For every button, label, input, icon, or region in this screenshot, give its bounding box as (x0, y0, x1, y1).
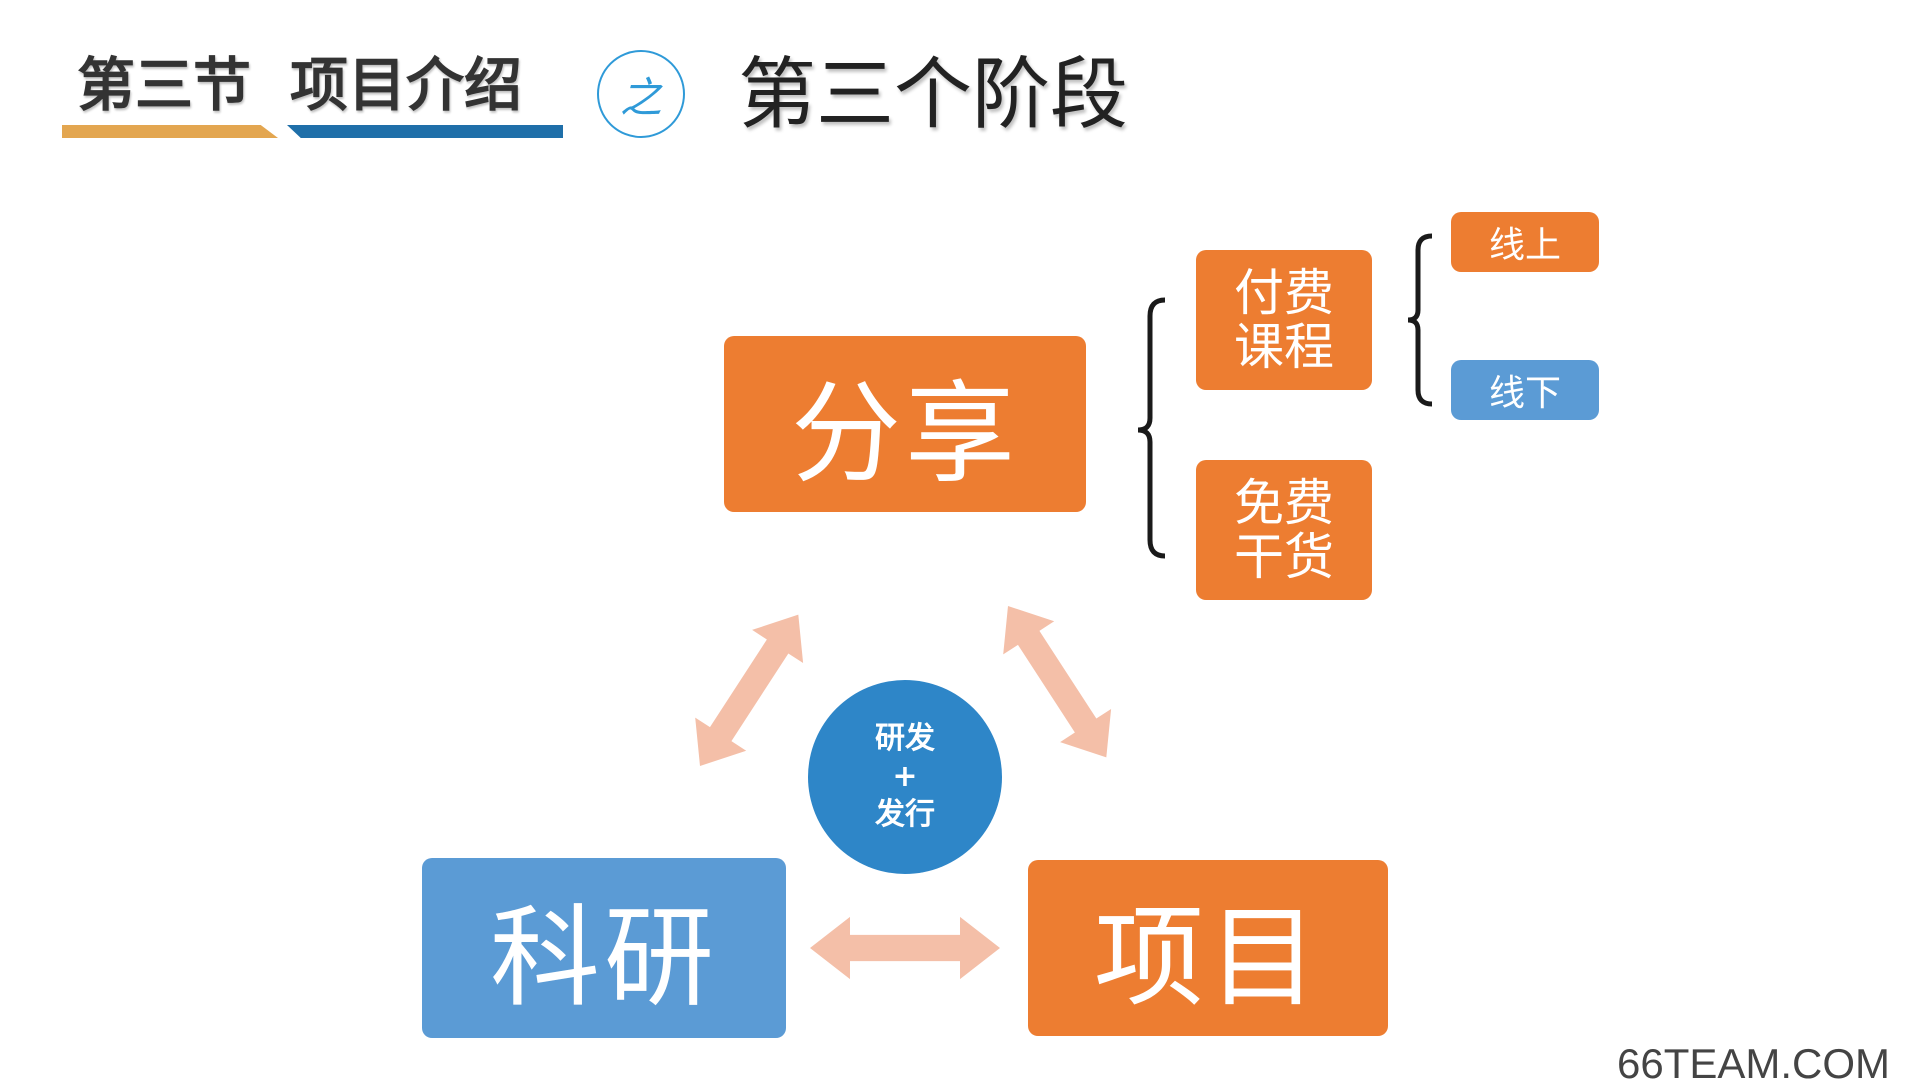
bracket-paid (1407, 233, 1433, 407)
free-content-box: 免费 干货 (1196, 460, 1372, 600)
share-box: 分享 (724, 336, 1086, 512)
bracket-share (1137, 297, 1166, 559)
project-box: 项目 (1028, 860, 1388, 1036)
paid-course-line2: 课程 (1234, 318, 1334, 376)
rd-publish-circle: 研发 + 发行 (808, 680, 1002, 874)
section-number: 第三节 (77, 51, 252, 119)
center-line3: 发行 (875, 797, 935, 832)
section-title: 项目介绍 (290, 51, 523, 119)
watermark: 66TEAM.COM (1617, 1040, 1891, 1087)
online-box: 线上 (1451, 212, 1599, 272)
arrow-research-share (674, 598, 824, 783)
arrow-share-project (982, 589, 1132, 774)
research-box: 科研 (422, 858, 786, 1038)
free-content-line2: 干货 (1234, 528, 1334, 586)
center-line2: + (892, 759, 918, 794)
free-content-line1: 免费 (1234, 474, 1334, 532)
center-line1: 研发 (875, 721, 935, 756)
arrow-research-project (810, 916, 1000, 980)
offline-box: 线下 (1451, 360, 1599, 420)
paid-course-box: 付费 课程 (1196, 250, 1372, 390)
section-underline-blue (287, 125, 563, 138)
page-title: 第三个阶段 (738, 50, 1129, 140)
paid-course-line1: 付费 (1234, 264, 1334, 322)
section-underline-gold (62, 125, 278, 138)
zhi-badge-icon: 之 (597, 50, 685, 138)
